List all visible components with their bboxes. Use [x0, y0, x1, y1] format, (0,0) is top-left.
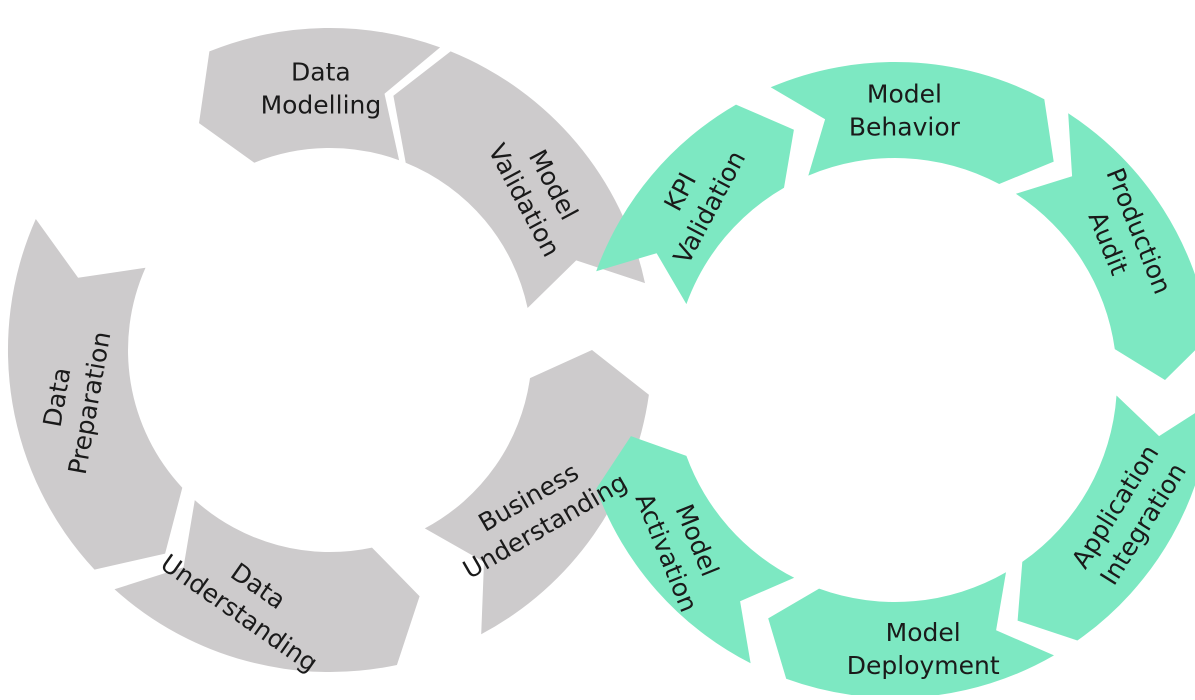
label-line: Behavior	[849, 113, 961, 142]
segment-model-behavior	[770, 61, 1054, 185]
label-line: Modelling	[261, 91, 382, 120]
operations-loop	[596, 61, 1195, 698]
label-line: Model	[886, 618, 961, 647]
segment-kpi-validation	[596, 104, 794, 305]
segment-production-audit	[1015, 113, 1195, 380]
segment-data-preparation	[7, 219, 183, 570]
label-line: Model	[867, 80, 942, 109]
segment-model-activation	[596, 436, 795, 664]
data-science-loop	[7, 27, 649, 673]
segment-model-validation	[393, 51, 645, 309]
segment-business-understanding	[424, 350, 649, 635]
segment-application-integration	[1017, 395, 1195, 641]
label-line: Deployment	[847, 651, 1000, 680]
label-line: Data	[291, 58, 351, 87]
segment-data-understanding	[114, 500, 420, 673]
segment-model-deployment	[768, 572, 1054, 698]
segment-data-modelling	[199, 27, 441, 163]
